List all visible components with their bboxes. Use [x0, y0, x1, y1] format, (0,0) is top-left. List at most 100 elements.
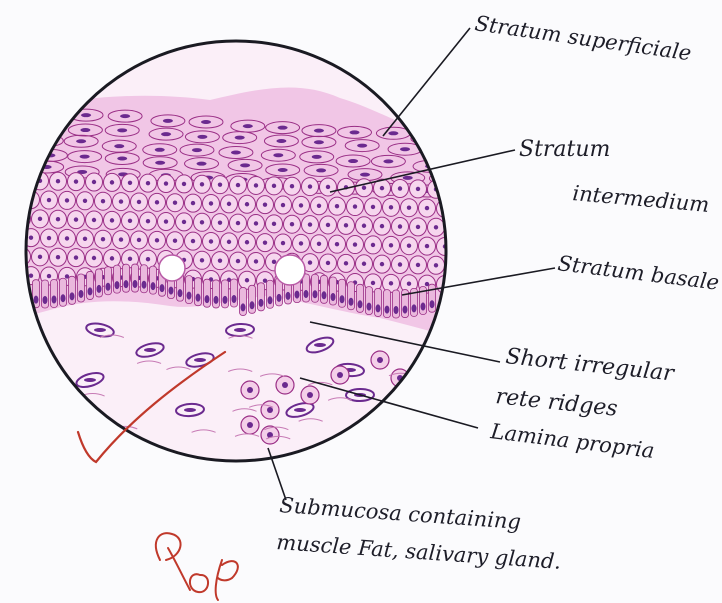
polygonal-cell — [302, 178, 319, 196]
polygonal-cell — [77, 230, 94, 248]
polygonal-cell — [176, 213, 193, 231]
polygonal-cell — [329, 235, 346, 253]
columnar-cell — [204, 279, 211, 307]
flat-cell — [424, 146, 458, 158]
polygonal-cell — [113, 231, 130, 249]
polygonal-cell — [383, 198, 400, 216]
polygonal-cell — [122, 212, 139, 230]
polygonal-cell — [185, 194, 202, 212]
round-cell — [301, 386, 319, 404]
columnar-cell — [312, 274, 319, 302]
polygonal-cell — [185, 232, 202, 250]
polygonal-cell — [329, 197, 346, 215]
polygonal-cell — [365, 198, 382, 216]
pointer-stratum-superficiale — [383, 28, 470, 136]
polygonal-cell — [266, 215, 283, 233]
polygonal-cell — [401, 237, 418, 255]
polygonal-cell — [419, 237, 436, 255]
flat-cell — [0, 120, 27, 132]
polygonal-cell — [86, 173, 103, 191]
polygonal-cell — [221, 195, 238, 213]
flat-cell — [457, 163, 491, 175]
polygonal-cell — [41, 191, 58, 209]
polygonal-cell — [266, 177, 283, 195]
flat-cell — [0, 162, 27, 174]
columnar-cell — [375, 288, 382, 316]
signature — [156, 533, 238, 600]
columnar-cell — [60, 278, 67, 306]
polygonal-cell — [446, 219, 463, 237]
polygonal-cell — [68, 211, 85, 229]
polygonal-cell — [248, 252, 265, 270]
columnar-cell — [186, 276, 193, 304]
polygonal-cell — [32, 248, 49, 266]
columnar-cell — [42, 280, 49, 308]
polygonal-cell — [86, 211, 103, 229]
collagen-fiber — [353, 428, 377, 431]
polygonal-cell — [293, 234, 310, 252]
columnar-cell — [195, 278, 202, 306]
flat-cell — [0, 105, 27, 117]
polygonal-cell — [365, 236, 382, 254]
polygonal-cell — [167, 232, 184, 250]
columnar-cell — [231, 279, 238, 307]
polygonal-cell — [95, 230, 112, 248]
round-cell — [241, 416, 259, 434]
polygonal-cell — [401, 199, 418, 217]
round-cell — [261, 426, 279, 444]
polygonal-cell — [374, 255, 391, 273]
label-submucosa-line1: Submucosa containing — [279, 493, 522, 534]
polygonal-cell — [293, 196, 310, 214]
columnar-cell — [303, 274, 310, 302]
polygonal-cell — [446, 181, 463, 199]
round-cell — [261, 401, 279, 419]
polygonal-cell — [50, 210, 67, 228]
polygonal-cell — [131, 193, 148, 211]
columnar-cell — [96, 269, 103, 297]
label-stratum-intermedium-line1: Stratum — [519, 137, 610, 162]
polygonal-cell — [230, 176, 247, 194]
columnar-cell — [213, 280, 220, 308]
polygonal-cell — [455, 238, 472, 256]
polygonal-cell — [320, 254, 337, 272]
round-cell — [241, 381, 259, 399]
collagen-fiber — [396, 402, 420, 405]
polygonal-cell — [392, 218, 409, 236]
polygonal-cell — [428, 218, 445, 236]
polygonal-cell — [419, 199, 436, 217]
columnar-cell — [132, 264, 139, 292]
polygonal-cell — [176, 175, 193, 193]
label-stratum-basale: Stratum basale — [556, 251, 720, 295]
columnar-cell — [105, 267, 112, 295]
polygonal-cell — [140, 174, 157, 192]
polygonal-cell — [455, 200, 472, 218]
polygonal-cell — [446, 257, 463, 275]
polygonal-cell — [392, 180, 409, 198]
polygonal-cell — [68, 173, 85, 191]
polygonal-cell — [374, 217, 391, 235]
polygonal-cell — [257, 196, 274, 214]
label-rete-ridges-line2: rete ridges — [494, 384, 618, 422]
columnar-cell — [429, 284, 436, 312]
columnar-cell — [393, 290, 400, 318]
polygonal-cell — [122, 174, 139, 192]
polygonal-cell — [86, 249, 103, 267]
columnar-cell — [87, 271, 94, 299]
columnar-cell — [330, 277, 337, 305]
polygonal-cell — [230, 214, 247, 232]
label-lamina-propria: Lamina propria — [488, 419, 655, 463]
polygonal-cell — [203, 232, 220, 250]
flat-cell — [33, 106, 67, 118]
polygonal-cell — [140, 212, 157, 230]
polygonal-cell — [284, 177, 301, 195]
columnar-cell — [321, 275, 328, 303]
polygonal-cell — [356, 217, 373, 235]
polygonal-cell — [194, 213, 211, 231]
flat-cell — [29, 121, 63, 133]
label-submucosa-line2: muscle Fat, salivary gland. — [276, 530, 562, 574]
collagen-fiber — [73, 411, 97, 414]
columnar-cell — [267, 280, 274, 308]
columnar-cell — [366, 287, 373, 315]
polygonal-cell — [59, 191, 76, 209]
polygonal-cell — [50, 172, 67, 190]
